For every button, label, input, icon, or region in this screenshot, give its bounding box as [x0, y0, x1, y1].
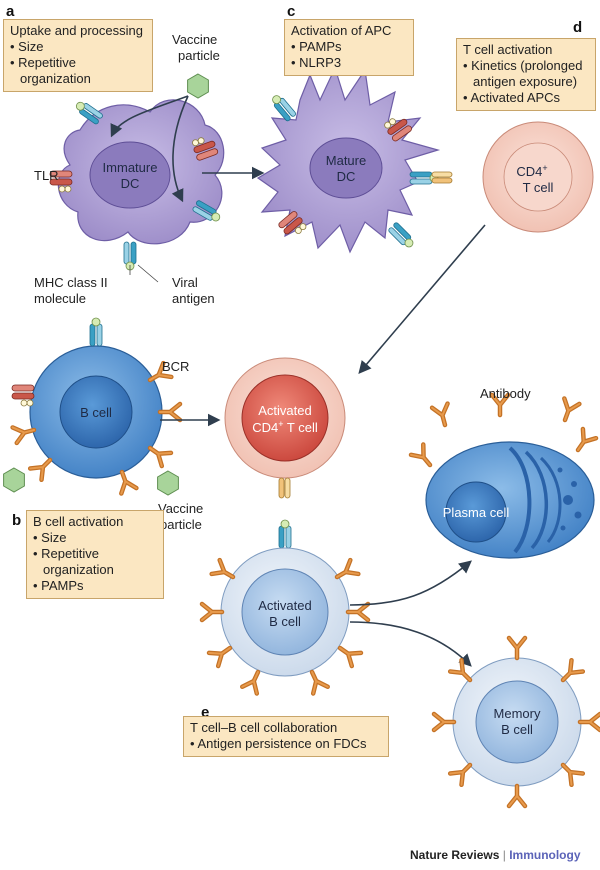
activated-b-mhc-icon: [278, 519, 292, 549]
box-a-item-2: Repetitive organization: [10, 55, 146, 87]
panel-a-letter: a: [6, 3, 15, 20]
panel-e-letter: e: [201, 704, 209, 721]
antibody-label: Antibody: [480, 386, 531, 401]
cd4-t-cell: [482, 121, 594, 233]
immature-dc-label-2: DC: [121, 176, 140, 191]
mature-dc: [256, 66, 441, 254]
activated-t-label-1: Activated: [258, 403, 311, 418]
box-c-item-1: PAMPs: [291, 39, 407, 55]
viral-antigen-label-2: antigen: [172, 291, 215, 306]
box-a: Uptake and processing Size Repetitive or…: [3, 19, 153, 92]
vaccine-label-bottom-2: particle: [160, 517, 202, 532]
box-b: B cell activation Size Repetitive organi…: [26, 510, 164, 599]
arrow-to-plasma: [349, 560, 472, 606]
activated-b-cell: [220, 547, 350, 677]
box-d-title: T cell activation: [463, 42, 553, 57]
mhc-label-1: MHC class II: [34, 275, 108, 290]
box-b-item-1: Size: [33, 530, 157, 546]
box-e-item-1: Antigen persistence on FDCs: [190, 736, 382, 752]
memory-b-label-2: B cell: [501, 722, 533, 737]
box-b-title: B cell activation: [33, 514, 124, 529]
panel-b-letter: b: [12, 512, 21, 529]
mature-dc-label-1: Mature: [326, 153, 366, 168]
cd4-label-2: T cell: [523, 180, 554, 195]
panel-c-letter: c: [287, 3, 295, 20]
journal-separator: |: [502, 848, 506, 862]
bcr-label: BCR: [162, 359, 189, 374]
cd4-label-1: CD4+: [516, 163, 547, 179]
b-cell-label: B cell: [80, 405, 112, 420]
journal-name: Nature Reviews: [410, 848, 500, 862]
activated-b-label-1: Activated: [258, 598, 311, 613]
activated-b-label-2: B cell: [269, 614, 301, 629]
b-cell: [29, 345, 163, 479]
arrow-to-memory: [349, 621, 472, 667]
memory-b-label-1: Memory: [494, 706, 541, 721]
plasma-cell-label: Plasma cell: [443, 505, 510, 520]
vaccine-label-top-2: particle: [178, 48, 220, 63]
arrow-d-to-activated-t: [358, 224, 486, 374]
tlr-label: TLR: [34, 168, 59, 183]
box-e-title: T cell–B cell collaboration: [190, 720, 338, 735]
box-d: T cell activation Kinetics (prolonged an…: [456, 38, 596, 111]
box-d-item-2: Activated APCs: [463, 90, 589, 106]
immature-dc: [57, 99, 225, 245]
vaccine-label-top-1: Vaccine: [172, 32, 217, 47]
box-c-item-2: NLRP3: [291, 55, 407, 71]
box-b-item-3: PAMPs: [33, 578, 157, 594]
mature-dc-label-2: DC: [337, 169, 356, 184]
plasma-cell: [425, 441, 595, 559]
box-b-item-2: Repetitive organization: [33, 546, 157, 578]
box-e: T cell–B cell collaboration Antigen pers…: [183, 716, 389, 757]
vaccine-particle-left-icon: [3, 467, 25, 493]
box-c-title: Activation of APC: [291, 23, 392, 38]
memory-b-cell: [452, 657, 582, 787]
activated-t-label-2: CD4+ T cell: [252, 419, 318, 435]
viral-antigen-label-1: Viral: [172, 275, 198, 290]
vaccine-particle-right-icon: [157, 470, 179, 496]
box-a-title: Uptake and processing: [10, 23, 143, 38]
activated-t-cell: [224, 357, 346, 479]
box-d-item-1: Kinetics (prolonged antigen exposure): [463, 58, 589, 90]
journal-footer: Nature Reviews | Immunology: [410, 848, 581, 862]
mhc-label-2: molecule: [34, 291, 86, 306]
box-a-item-1: Size: [10, 39, 146, 55]
uptake-arrows: [110, 95, 189, 203]
activated-t-tcr-icon: [278, 477, 291, 499]
immature-dc-label-1: Immature: [103, 160, 158, 175]
vaccine-label-bottom-1: Vaccine: [158, 501, 203, 516]
panel-d-letter: d: [573, 19, 582, 36]
vaccine-particle-icon: [187, 73, 209, 99]
box-c: Activation of APC PAMPs NLRP3: [284, 19, 414, 76]
journal-section: Immunology: [509, 848, 581, 862]
